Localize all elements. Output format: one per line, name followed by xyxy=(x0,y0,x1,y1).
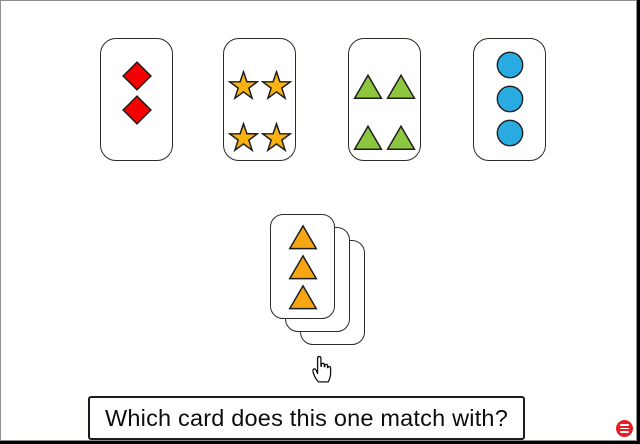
triangle-icon xyxy=(287,224,318,250)
triangle-icon xyxy=(353,73,383,99)
card-shapes xyxy=(121,39,152,160)
deck-three-orange-triangles[interactable] xyxy=(270,214,335,319)
card-two-red-diamonds[interactable] xyxy=(100,38,173,161)
card-three-blue-circles[interactable] xyxy=(473,38,546,161)
star-icon xyxy=(260,70,292,101)
triangle-icon xyxy=(353,124,383,150)
triangle-icon xyxy=(287,284,318,310)
diamond-icon xyxy=(121,95,152,125)
triangle-icon xyxy=(287,254,318,280)
triangle-icon xyxy=(386,124,416,150)
circle-icon xyxy=(496,119,523,147)
star-icon xyxy=(227,121,259,152)
card-four-green-triangles[interactable] xyxy=(348,38,421,161)
menu-button[interactable] xyxy=(616,420,633,437)
star-icon xyxy=(227,70,259,101)
card-shapes xyxy=(496,39,524,160)
card-four-gold-stars[interactable] xyxy=(223,38,296,161)
hand-cursor-icon xyxy=(312,355,332,383)
circle-icon xyxy=(496,51,523,79)
prompt-text: Which card does this one match with? xyxy=(105,404,508,431)
card-shapes xyxy=(227,39,292,160)
star-icon xyxy=(260,121,292,152)
deck-shapes xyxy=(271,215,334,310)
triangle-icon xyxy=(386,73,416,99)
diamond-icon xyxy=(121,61,152,91)
circle-icon xyxy=(496,85,523,113)
prompt-box: Which card does this one match with? xyxy=(88,396,525,440)
card-shapes xyxy=(353,39,416,160)
